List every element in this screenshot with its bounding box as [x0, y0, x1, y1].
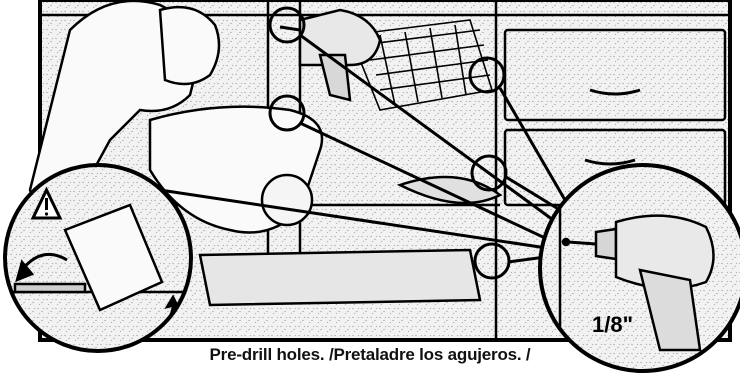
drill-detail-callout [538, 163, 740, 373]
instruction-caption: Pre-drill holes. /Pretaladre los agujero… [209, 345, 531, 364]
cabinet-outline [40, 0, 730, 340]
drill-icon [567, 214, 715, 352]
drill-bit-size-label: 1/8" [592, 312, 634, 337]
warning-triangle-icon [30, 186, 63, 220]
level-detail-callout [3, 163, 193, 353]
